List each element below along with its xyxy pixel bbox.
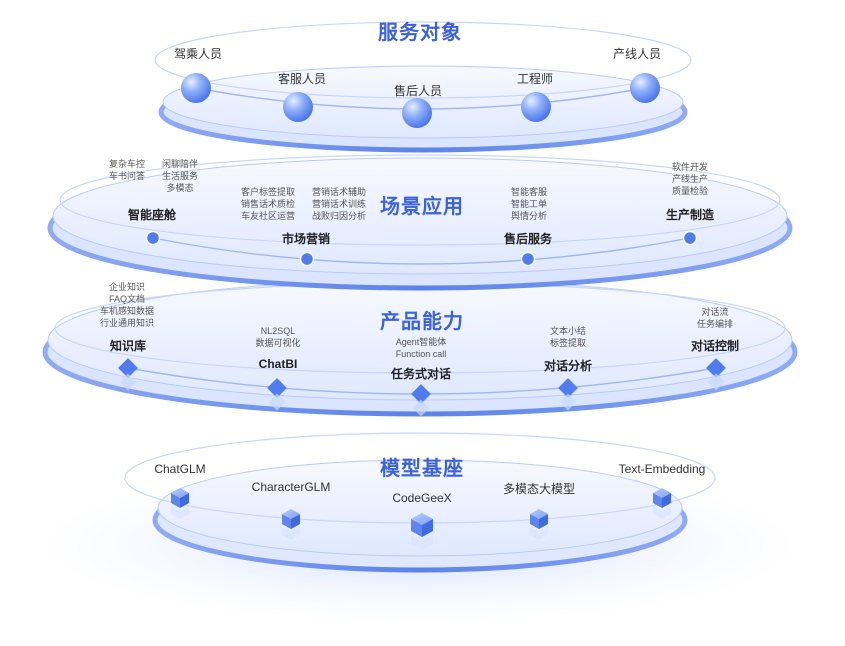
detail-text: 车书问答 — [108, 171, 146, 181]
scene-nodes — [145, 230, 698, 267]
node-ball-icon — [402, 98, 432, 128]
detail-text: 软件开发 — [671, 162, 709, 172]
scene-detail-list: 智能客服 智能工单 舆情分析 — [511, 186, 547, 222]
product-item-label: 对话分析 — [543, 359, 593, 373]
detail-text: 质量检验 — [671, 186, 709, 196]
detail-text: 车机感知数据 — [99, 306, 155, 316]
scene-item-label: 智能座舱 — [127, 208, 177, 222]
detail-text: 复杂车控 — [108, 159, 146, 169]
scene-detail-list: 闲聊陪伴 生活服务 多模态 — [162, 158, 198, 194]
node-dot-icon — [299, 251, 315, 267]
scene-detail-list: 软件开发 产线生产 质量检验 — [672, 161, 708, 197]
service-item-label: 客服人员 — [277, 72, 327, 86]
service-item-label: 工程师 — [516, 72, 554, 86]
detail-text: 产线生产 — [671, 174, 709, 184]
scene-platform — [47, 154, 793, 291]
detail-text: 行业通用知识 — [99, 318, 155, 328]
detail-text: NL2SQL — [260, 326, 296, 336]
product-detail-list: 对话流 任务编排 — [697, 306, 733, 330]
detail-text: 营销话术训练 — [311, 199, 367, 209]
product-layer-title: 产品能力 — [380, 311, 464, 333]
detail-text: 任务编排 — [696, 319, 734, 329]
model-item-label: 多模态大模型 — [502, 482, 576, 496]
scene-item-label: 生产制造 — [665, 208, 715, 222]
detail-text: Function call — [395, 349, 447, 359]
model-layer-title: 模型基座 — [380, 458, 464, 480]
model-item-label: Text-Embedding — [618, 462, 706, 476]
product-platform — [42, 279, 798, 417]
detail-text: 多模态 — [166, 183, 194, 193]
detail-text: 客户标签提取 — [240, 187, 296, 197]
service-item-label: 驾乘人员 — [173, 47, 223, 61]
detail-text: 对话流 — [701, 307, 729, 317]
service-item-label: 产线人员 — [612, 47, 662, 61]
detail-text: 舆情分析 — [510, 211, 548, 221]
detail-text: 战败归因分析 — [311, 211, 367, 221]
node-dot-icon — [682, 230, 698, 246]
scene-detail-list: 复杂车控 车书问答 — [109, 158, 145, 182]
cube-icon — [411, 513, 433, 550]
product-item-label: 对话控制 — [690, 339, 740, 353]
detail-text: 车友社区运营 — [240, 211, 296, 221]
service-nodes — [181, 73, 660, 128]
scene-detail-list: 客户标签提取 销售话术质检 车友社区运营 — [241, 186, 295, 222]
scene-layer-title: 场景应用 — [380, 196, 464, 218]
detail-text: FAQ文档 — [108, 294, 146, 304]
model-item-label: ChatGLM — [154, 462, 206, 476]
product-detail-list: Agent智能体 Function call — [396, 336, 447, 360]
node-ball-icon — [630, 73, 660, 103]
detail-text: 智能客服 — [510, 187, 548, 197]
detail-text: 营销话术辅助 — [311, 187, 367, 197]
service-item-label: 售后人员 — [393, 84, 443, 98]
model-item-label: CharacterGLM — [251, 480, 331, 494]
detail-text: Agent智能体 — [395, 337, 447, 347]
detail-text: 智能工单 — [510, 199, 548, 209]
node-dot-icon — [520, 251, 536, 267]
product-item-label: ChatBI — [258, 357, 298, 371]
node-dot-icon — [145, 230, 161, 246]
model-item-label: CodeGeeX — [392, 491, 452, 505]
detail-text: 闲聊陪伴 — [161, 159, 199, 169]
product-detail-list: 企业知识 FAQ文档 车机感知数据 行业通用知识 — [100, 281, 154, 329]
product-item-label: 知识库 — [109, 339, 147, 353]
detail-text: 生活服务 — [161, 171, 199, 181]
model-nodes — [171, 488, 671, 550]
detail-text: 销售话术质检 — [240, 199, 296, 209]
detail-text: 企业知识 — [108, 282, 146, 292]
cube-icon — [530, 509, 548, 540]
scene-item-label: 售后服务 — [503, 232, 553, 246]
product-detail-list: 文本小结 标签提取 — [550, 325, 586, 349]
node-ball-icon — [181, 73, 211, 103]
detail-text: 数据可视化 — [255, 338, 301, 348]
detail-text: 文本小结 — [549, 326, 587, 336]
scene-detail-list: 营销话术辅助 营销话术训练 战败归因分析 — [312, 186, 366, 222]
node-ball-icon — [283, 92, 313, 122]
cube-icon — [282, 509, 300, 540]
node-ball-icon — [521, 92, 551, 122]
detail-text: 标签提取 — [549, 338, 587, 348]
cube-icon — [171, 488, 189, 519]
cube-icon — [653, 488, 671, 519]
scene-item-label: 市场营销 — [281, 232, 331, 246]
product-item-label: 任务式对话 — [390, 367, 452, 381]
product-detail-list: NL2SQL 数据可视化 — [255, 325, 300, 349]
service-layer-title: 服务对象 — [378, 22, 462, 44]
